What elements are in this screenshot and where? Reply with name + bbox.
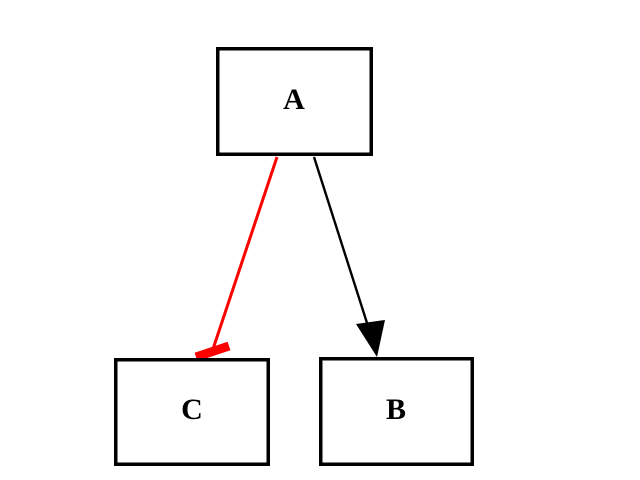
node-b-box: [319, 357, 474, 466]
edge-a-to-b-line: [312, 156, 377, 349]
edge-a-to-b[interactable]: [312, 156, 385, 357]
node-a-label: A: [283, 83, 305, 116]
node-layer: A C B: [114, 47, 474, 466]
edge-a-to-c[interactable]: [194, 156, 279, 362]
node-b-label: B: [386, 393, 406, 426]
edge-a-to-b-arrowhead: [356, 320, 385, 357]
edge-a-to-c-line: [210, 156, 279, 353]
node-c-box: [114, 358, 270, 466]
node-c[interactable]: C: [114, 358, 270, 466]
node-b[interactable]: B: [319, 357, 474, 466]
edge-a-to-c-tee-marker: [194, 341, 231, 362]
node-a-box: [216, 47, 373, 156]
node-c-label: C: [181, 393, 203, 426]
edge-layer: [194, 156, 385, 362]
node-a[interactable]: A: [216, 47, 373, 156]
